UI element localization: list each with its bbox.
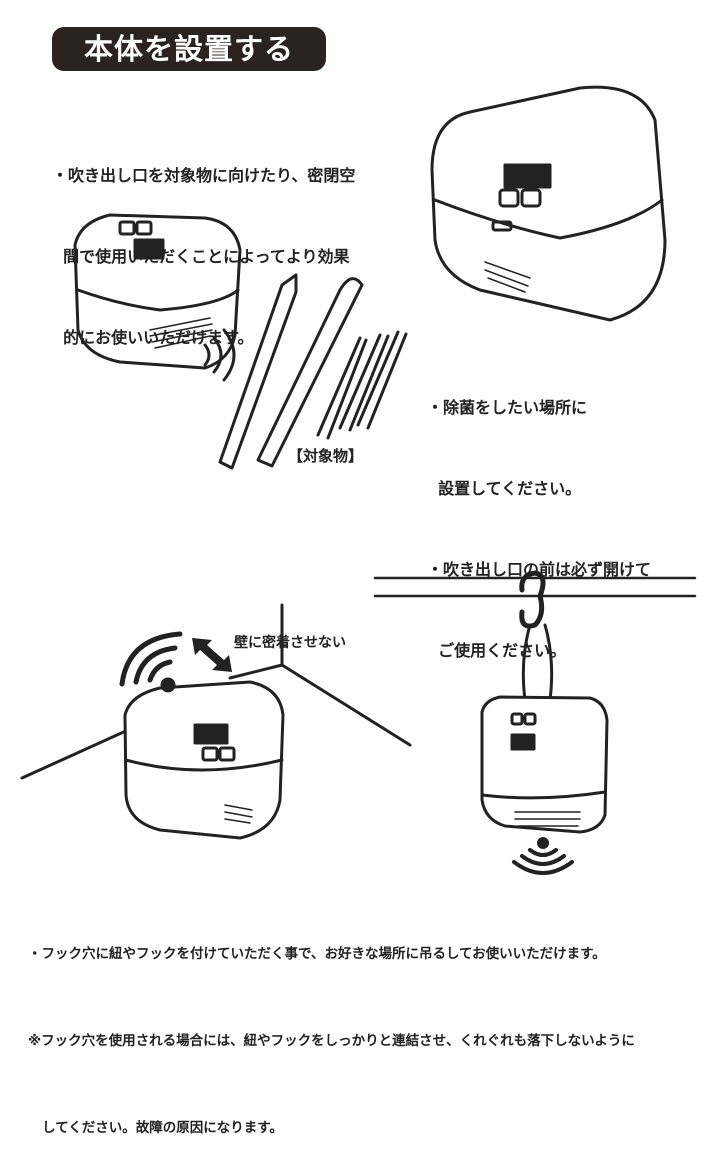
section-title: 本体を設置する: [52, 27, 326, 71]
text-line: 的にお使いいただけます。: [52, 328, 254, 347]
notes-block: ・フック穴に紐やフックを付けていただく事で、お好きな場所に吊るしてお使いいただけ…: [28, 882, 635, 1172]
wave-icon-down: [512, 837, 574, 875]
text-line: ・吹き出し口を対象物に向けたり、密閉空: [52, 166, 356, 185]
double-arrow-icon: [192, 638, 232, 672]
instruction-block-2: ・除菌をしたい場所に 設置してください。 ・吹き出し口の前は必ず開けて ご使用く…: [427, 340, 651, 691]
note-line: ・フック穴に紐やフックを付けていただく事で、お好きな場所に吊るしてお使いいただけ…: [28, 946, 606, 962]
note-line: ※フック穴を使用される場合には、紐やフックをしっかりと連結させ、くれぐれも落下し…: [28, 1033, 635, 1049]
text-line: 設置してください。: [427, 479, 582, 498]
text-line: ご使用ください。: [427, 641, 567, 660]
hanging-rod-illustration: [373, 576, 697, 598]
text-line: ・吹き出し口の前は必ず開けて: [427, 560, 652, 579]
device-illustration-hanging: [480, 695, 609, 834]
string-loop: [521, 623, 554, 702]
note-line: してください。故障の原因になります。: [28, 1120, 283, 1136]
instruction-block-1: ・吹き出し口を対象物に向けたり、密閉空 間で使用いただくことによってより効果 的…: [52, 108, 355, 378]
wave-icon: [119, 631, 183, 693]
wall-warning-label: 壁に密着させない: [234, 635, 346, 651]
target-objects-illustration: [218, 273, 408, 470]
s-hook-icon: [519, 570, 546, 629]
target-label: 【対象物】: [288, 447, 364, 465]
illustrations: [20, 85, 697, 875]
text-line: ・除菌をしたい場所に: [427, 398, 588, 417]
device-illustration-right: [430, 85, 667, 322]
text-line: 間で使用いただくことによってより効果: [52, 247, 350, 266]
device-illustration-wall: [123, 680, 285, 840]
device-illustration-left: [73, 213, 242, 382]
